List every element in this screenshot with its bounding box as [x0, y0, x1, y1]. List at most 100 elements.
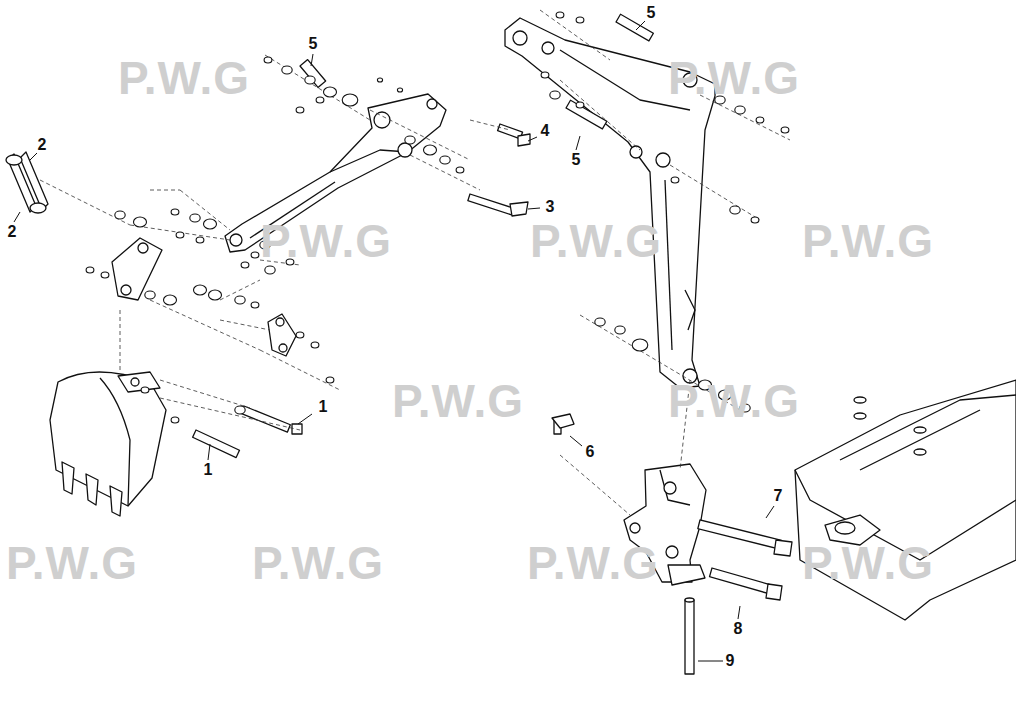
pin-hole — [835, 522, 855, 534]
washer — [781, 127, 789, 133]
bucket-tooth — [110, 486, 122, 516]
washer — [86, 267, 94, 273]
washer — [235, 296, 245, 304]
leader-line — [570, 436, 582, 446]
base-edge — [860, 410, 980, 470]
washer — [204, 219, 217, 229]
washer — [115, 211, 125, 219]
pin — [193, 430, 240, 458]
pin-end — [685, 598, 694, 602]
pin-hole — [513, 31, 527, 45]
boom-edge — [685, 290, 695, 330]
washer — [456, 167, 464, 173]
pin-hole — [427, 99, 437, 109]
explode-line — [160, 380, 250, 408]
bucket-ear — [118, 372, 160, 392]
explode-line — [560, 455, 630, 515]
callout-number: 6 — [586, 444, 595, 460]
pin-hole — [630, 523, 640, 533]
pin — [685, 600, 694, 674]
washer — [342, 94, 358, 106]
leader-line — [576, 136, 580, 150]
explode-line — [260, 350, 340, 390]
pin — [468, 194, 514, 215]
washer — [326, 377, 334, 383]
washer — [164, 295, 177, 305]
washer — [190, 214, 200, 222]
washer — [556, 12, 564, 18]
pin — [698, 520, 782, 549]
pin-hole — [398, 143, 412, 157]
washer — [756, 117, 764, 123]
leader-line — [528, 208, 540, 209]
bucket-tooth — [62, 462, 74, 494]
washer — [235, 406, 245, 414]
explode-line — [540, 10, 610, 60]
washer — [296, 332, 304, 338]
callout-number: 4 — [541, 123, 550, 139]
callout-number: 3 — [546, 199, 555, 215]
washer — [316, 97, 324, 103]
washer — [134, 217, 147, 227]
washer — [209, 290, 222, 300]
washer — [141, 387, 149, 393]
watermark: P.W.G — [6, 540, 138, 586]
washer — [576, 102, 584, 108]
pin-hole — [230, 234, 242, 246]
explode-line — [560, 80, 640, 150]
washer — [914, 449, 926, 455]
callout-number: 1 — [204, 462, 213, 478]
explode-line — [160, 398, 300, 430]
washer — [595, 318, 605, 326]
washer — [282, 66, 292, 74]
washer — [615, 326, 625, 334]
washer — [735, 106, 745, 114]
pin-hole — [666, 546, 678, 558]
watermark: P.W.G — [252, 540, 384, 586]
callout-number: 5 — [572, 152, 581, 168]
leader-line — [766, 506, 774, 518]
washer — [541, 72, 549, 78]
callout-number: 1 — [319, 399, 328, 415]
bolt-tab — [552, 414, 574, 428]
leader-line — [311, 54, 313, 66]
boom-edge — [665, 180, 672, 350]
bucket-link — [112, 238, 162, 300]
explode-line — [150, 190, 180, 191]
washer — [241, 262, 249, 268]
bracket-lug — [668, 565, 705, 585]
washer — [251, 252, 259, 258]
explode-line — [410, 155, 480, 190]
watermark: P.W.G — [668, 378, 800, 424]
callout-number: 2 — [38, 137, 47, 153]
pin-hole — [30, 203, 46, 213]
pin-hole — [664, 482, 676, 494]
explode-line — [220, 320, 270, 330]
pin-hole — [656, 153, 670, 167]
pin-hole — [121, 285, 131, 295]
pin — [241, 406, 290, 432]
leader-line — [636, 21, 645, 30]
watermark: P.W.G — [118, 55, 250, 101]
explode-line — [40, 180, 130, 225]
leader-line — [698, 661, 723, 662]
washer — [730, 206, 740, 214]
h-link — [20, 152, 48, 210]
watermark: P.W.G — [802, 540, 934, 586]
washer — [296, 107, 304, 113]
washer — [550, 91, 560, 99]
washer — [101, 272, 109, 278]
callout-number: 9 — [726, 653, 735, 669]
callout-number: 7 — [774, 488, 783, 504]
watermark: P.W.G — [527, 540, 659, 586]
callout-number: 5 — [647, 5, 656, 21]
leader-line — [208, 444, 210, 460]
pin-tab — [518, 134, 530, 146]
washer — [405, 136, 415, 144]
side-link — [268, 314, 296, 356]
watermark: P.W.G — [802, 218, 934, 264]
leader-line — [14, 212, 20, 222]
explode-line — [265, 55, 370, 120]
washer — [145, 291, 155, 299]
